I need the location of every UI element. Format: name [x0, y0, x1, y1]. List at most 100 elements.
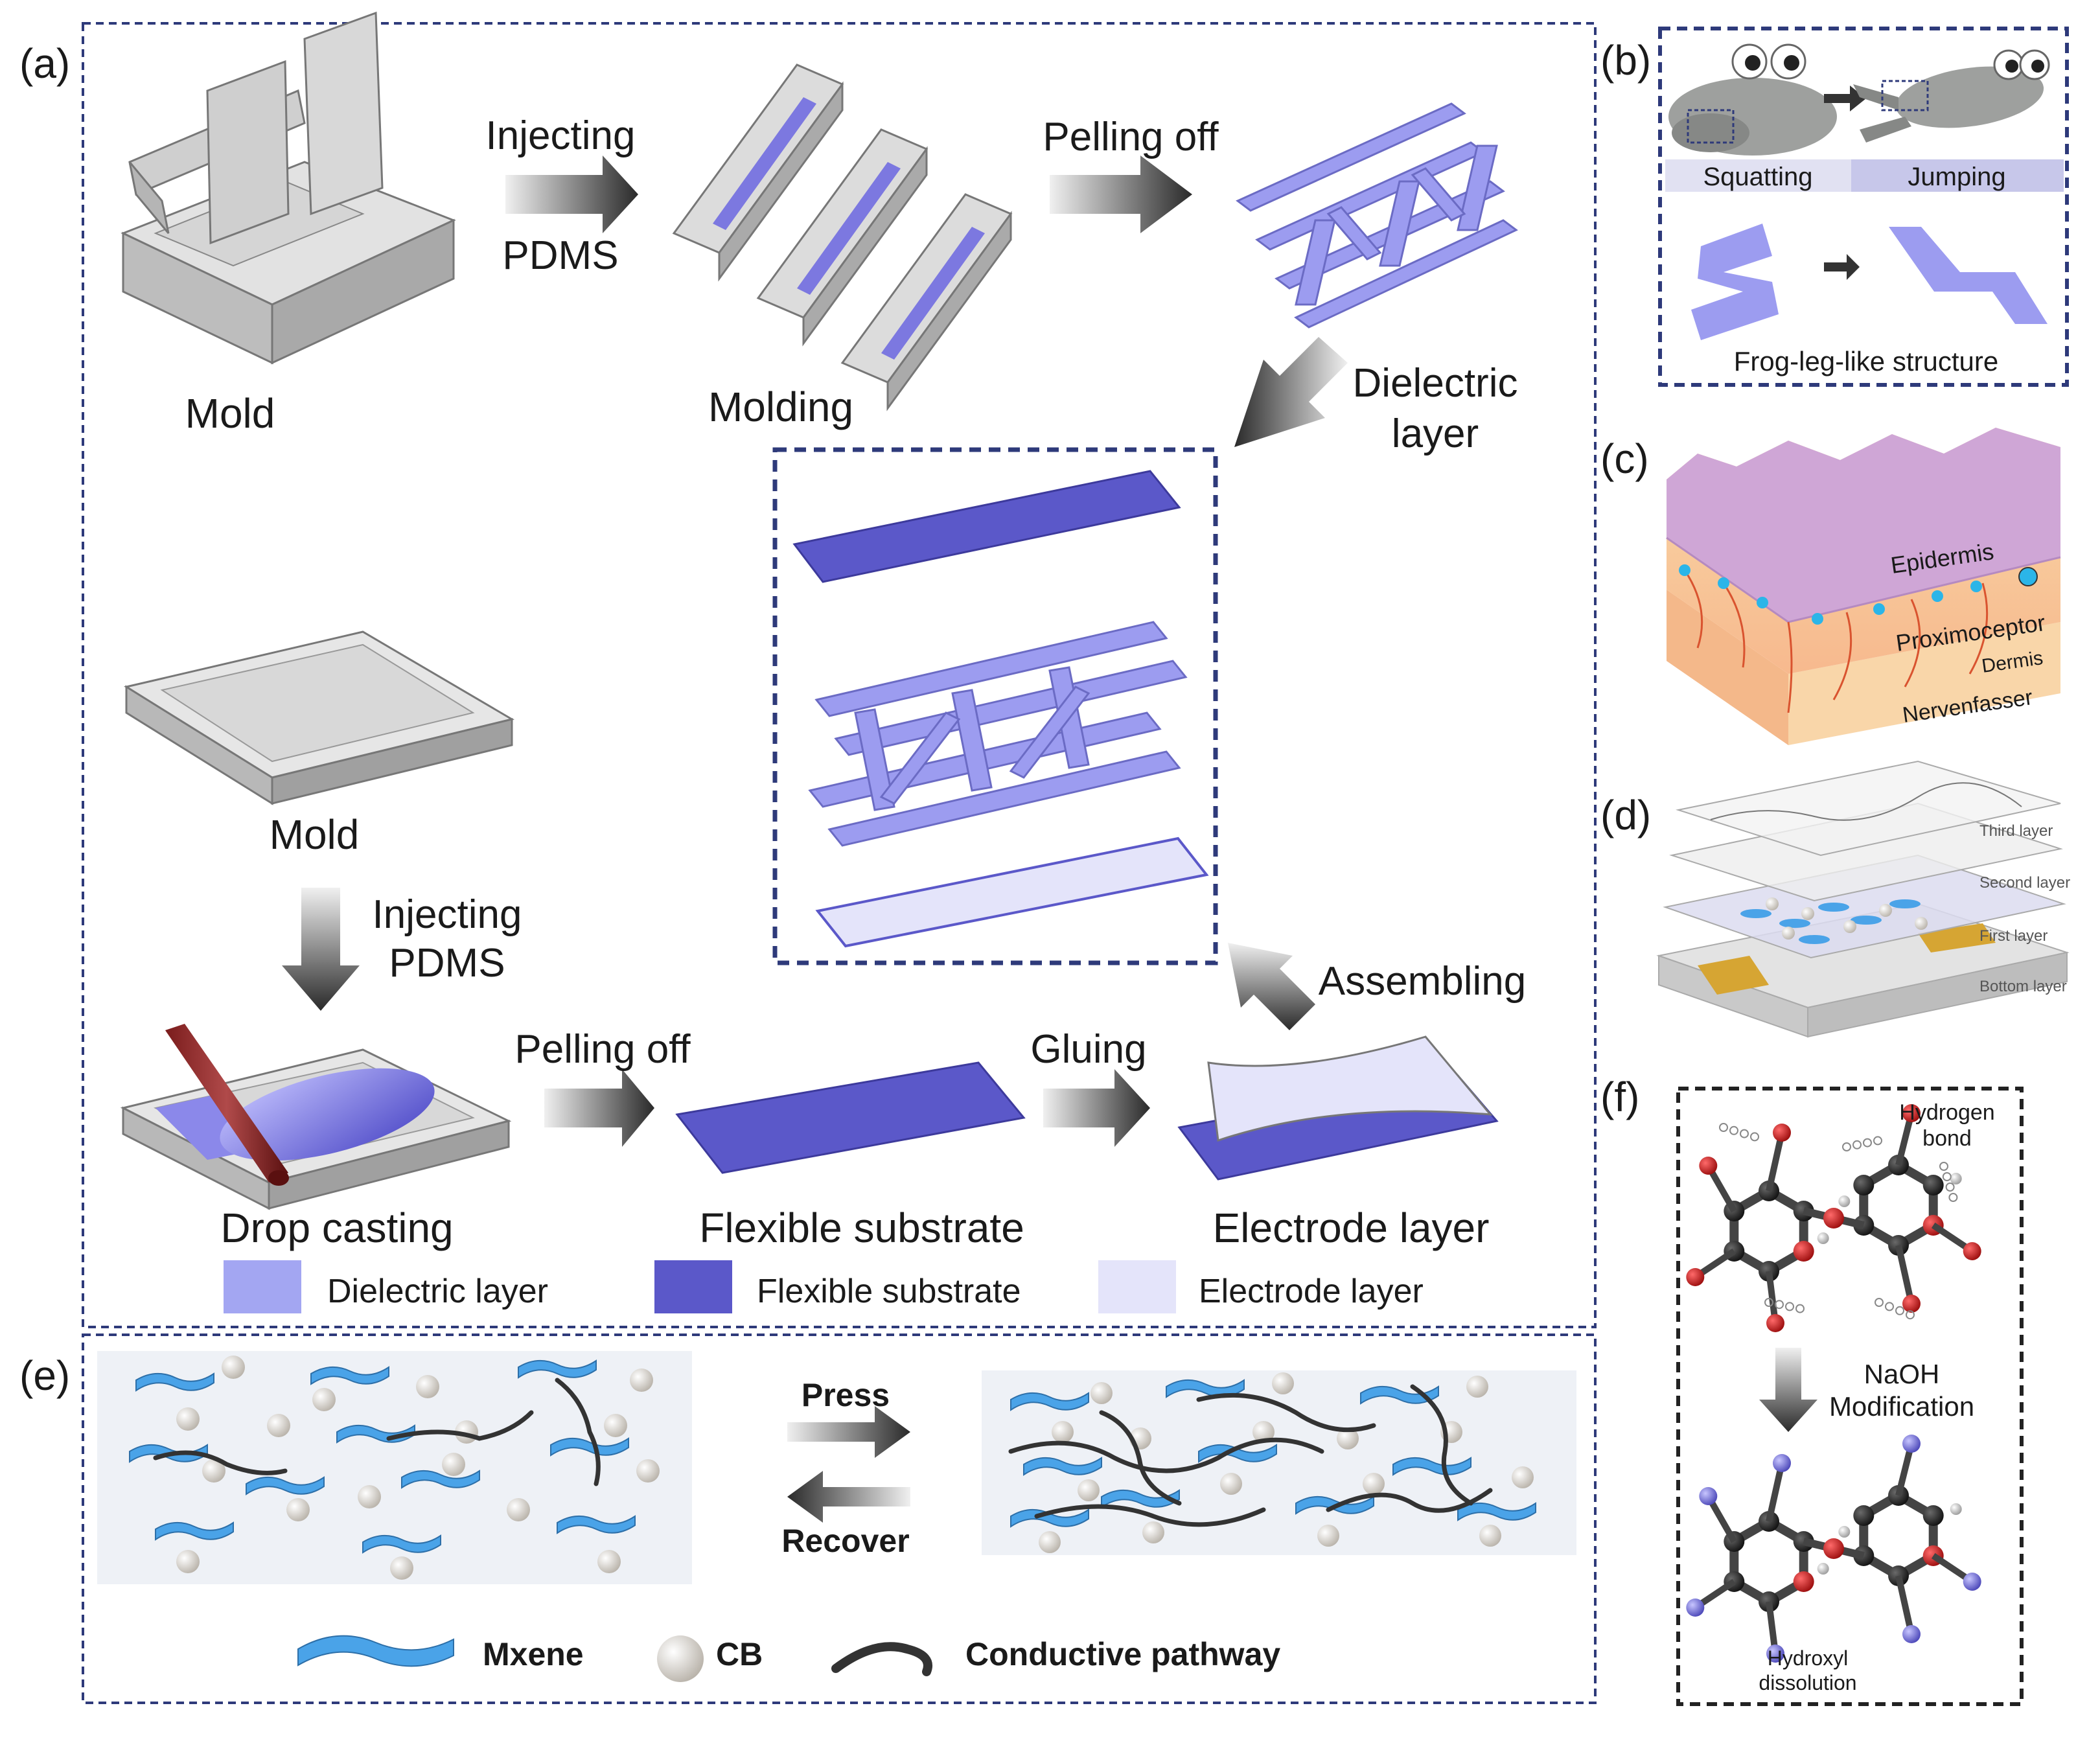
mxene-flake	[1392, 1457, 1471, 1476]
assembly-electrode-layer	[815, 837, 1209, 948]
panel-label-a: (a)	[19, 40, 70, 87]
dielectric-structure-top	[1236, 102, 1518, 329]
carbon-atom	[1922, 1505, 1944, 1526]
pelling-off-top-label: Pelling off	[1043, 115, 1219, 159]
hydrogen-bond-dot	[1863, 1138, 1872, 1148]
hydrogen-bond-dot	[1750, 1132, 1759, 1142]
cb-particle	[1466, 1376, 1488, 1398]
arrow-injecting-bottom	[282, 888, 360, 1011]
conductive-pathway	[1410, 1384, 1473, 1506]
hydroxyl-atom	[1963, 1573, 1981, 1591]
hydrogen-atom	[1817, 1563, 1829, 1575]
cb-particle	[267, 1414, 290, 1437]
cb-particle	[1142, 1521, 1164, 1543]
mxene-flake	[1010, 1392, 1089, 1411]
zigzag-squat-shape	[1691, 224, 1779, 340]
naoh-label: NaOH	[1864, 1359, 1940, 1389]
mxene-flake	[1457, 1502, 1536, 1521]
mxene-flake	[1023, 1457, 1102, 1476]
recover-label: Recover	[781, 1523, 909, 1559]
oxygen-atom	[1823, 1538, 1844, 1559]
hydrogen-atom	[1838, 1195, 1851, 1207]
legend-cb-label: CB	[716, 1636, 763, 1672]
hydrogen-bond-dot	[1719, 1123, 1728, 1132]
second-layer-label: Second layer	[1979, 874, 2070, 892]
cb-particle	[1078, 1479, 1100, 1501]
cb-particle	[1252, 1421, 1275, 1443]
mxene-flake	[1010, 1508, 1089, 1528]
conductive-pathway	[153, 1450, 288, 1475]
assembly-frame	[772, 447, 1218, 965]
panel-label-c: (c)	[1600, 435, 1649, 482]
hydrogen-bond-dot	[1740, 1129, 1749, 1138]
legend-pathway-icon	[831, 1642, 932, 1676]
cellulose-molecule-before	[1686, 1104, 1981, 1332]
oxygen-atom	[1699, 1157, 1718, 1175]
oxygen-atom	[1902, 1104, 1921, 1122]
drop-casting-label: Drop casting	[220, 1205, 453, 1251]
pdms-bottom-label: PDMS	[389, 941, 505, 986]
conductive-pathway	[386, 1410, 534, 1441]
modification-label: Modification	[1829, 1391, 1974, 1422]
assembly-top-substrate	[792, 470, 1181, 583]
uncompressed-composite	[129, 1356, 660, 1580]
hydrogen-bond-dot	[1885, 1302, 1894, 1311]
cb-particle	[1479, 1525, 1501, 1547]
panel-label-d: (d)	[1600, 792, 1651, 838]
molding-illustration	[672, 63, 1013, 411]
mold-top-illustration	[121, 11, 456, 365]
cb-particle	[597, 1550, 621, 1573]
hydrogen-bond-dot	[1842, 1142, 1851, 1151]
cb-particle	[390, 1556, 413, 1580]
cb-particle	[1220, 1473, 1242, 1495]
mxene-flake	[550, 1437, 629, 1457]
oxygen-atom	[1773, 1124, 1791, 1142]
arrow-press	[787, 1406, 910, 1458]
bond	[1895, 1244, 1915, 1305]
hydrogen-bond-dot	[1906, 1310, 1915, 1320]
electrode-layer-illustration	[1177, 1035, 1499, 1181]
hydrogen-bond-dot	[1852, 1140, 1862, 1149]
hydrogen-bond-dot	[1775, 1300, 1784, 1310]
conductive-pathway	[1034, 1504, 1266, 1527]
assembly-dielectric-structure	[808, 621, 1188, 847]
arrow-recover	[787, 1471, 910, 1523]
carbon-atom	[1853, 1505, 1875, 1526]
cb-particle	[312, 1388, 336, 1411]
skin-illustration	[1666, 428, 2061, 745]
mold-top-label: Mold	[185, 390, 275, 437]
cb-particle	[1512, 1466, 1534, 1488]
hydrogen-atom	[1817, 1232, 1829, 1244]
cb-particle	[1317, 1525, 1339, 1547]
mxene-flake	[518, 1359, 597, 1379]
bond	[1766, 1462, 1785, 1523]
hydrogen-atom	[1838, 1526, 1851, 1538]
drop-casting-illustration	[120, 1024, 512, 1210]
oxygen-atom	[1686, 1268, 1705, 1286]
press-label: Press	[802, 1377, 890, 1413]
hydrogen-bond-dot	[1948, 1193, 1958, 1202]
panel-a-frame	[82, 22, 1597, 1328]
hydrogen-label: Hydrogen	[1899, 1100, 1994, 1125]
hydrogen-atom	[1950, 1503, 1962, 1515]
third-layer-label: Third layer	[1979, 822, 2053, 840]
panel-label-b: (b)	[1600, 37, 1651, 84]
cb-particle	[604, 1414, 627, 1437]
flexible-substrate-sheet	[675, 1061, 1026, 1174]
pelling-off-bottom-label: Pelling off	[514, 1027, 691, 1072]
panel-f-frame	[1676, 1087, 2024, 1706]
cb-particle	[1090, 1382, 1113, 1404]
mxene-flake	[1360, 1385, 1439, 1405]
bond-label: bond	[1922, 1126, 1972, 1151]
mxene-flake	[362, 1534, 441, 1554]
oxygen-atom	[1963, 1242, 1981, 1260]
jumping-bar	[1851, 159, 2064, 192]
arrow-gluing	[1043, 1069, 1150, 1147]
hydroxyl-atom	[1699, 1487, 1718, 1505]
squatting-bar	[1665, 159, 1851, 192]
arrow-pelling-off-bottom	[544, 1069, 654, 1147]
arrow-naoh	[1759, 1348, 1817, 1432]
hydroxyl-atom	[1902, 1625, 1921, 1643]
legend-electrode-label: Electrode layer	[1199, 1273, 1424, 1310]
oxygen-atom	[1793, 1571, 1814, 1592]
